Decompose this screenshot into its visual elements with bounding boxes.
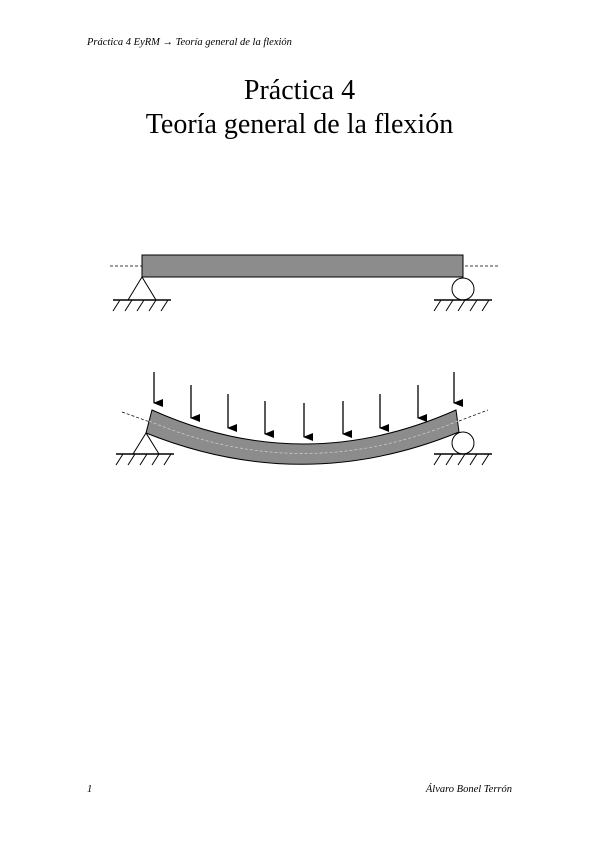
axis-tangent-right xyxy=(458,409,489,422)
distributed-load-arrows xyxy=(153,372,463,441)
straight-beam xyxy=(141,254,464,278)
roller-support-right xyxy=(433,277,492,312)
roller-support-right-bent xyxy=(433,431,492,466)
pinned-support-left-bent xyxy=(115,432,174,466)
title-line-2: Teoría general de la flexión xyxy=(145,109,454,140)
page-title: Práctica 4 Teoría general de la flexión xyxy=(0,74,599,142)
title-line-1: Práctica 4 xyxy=(243,75,356,106)
undeformed-beam-diagram xyxy=(110,254,498,312)
pinned-support-left xyxy=(112,276,171,312)
axis-tangent-left xyxy=(121,411,151,423)
bent-beam xyxy=(145,409,460,465)
running-header: Práctica 4 EyRM → Teoría general de la f… xyxy=(87,37,292,48)
deformed-beam-diagram xyxy=(115,372,492,466)
author-name: Álvaro Bonel Terrón xyxy=(425,784,512,795)
page-number: 1 xyxy=(87,784,93,795)
